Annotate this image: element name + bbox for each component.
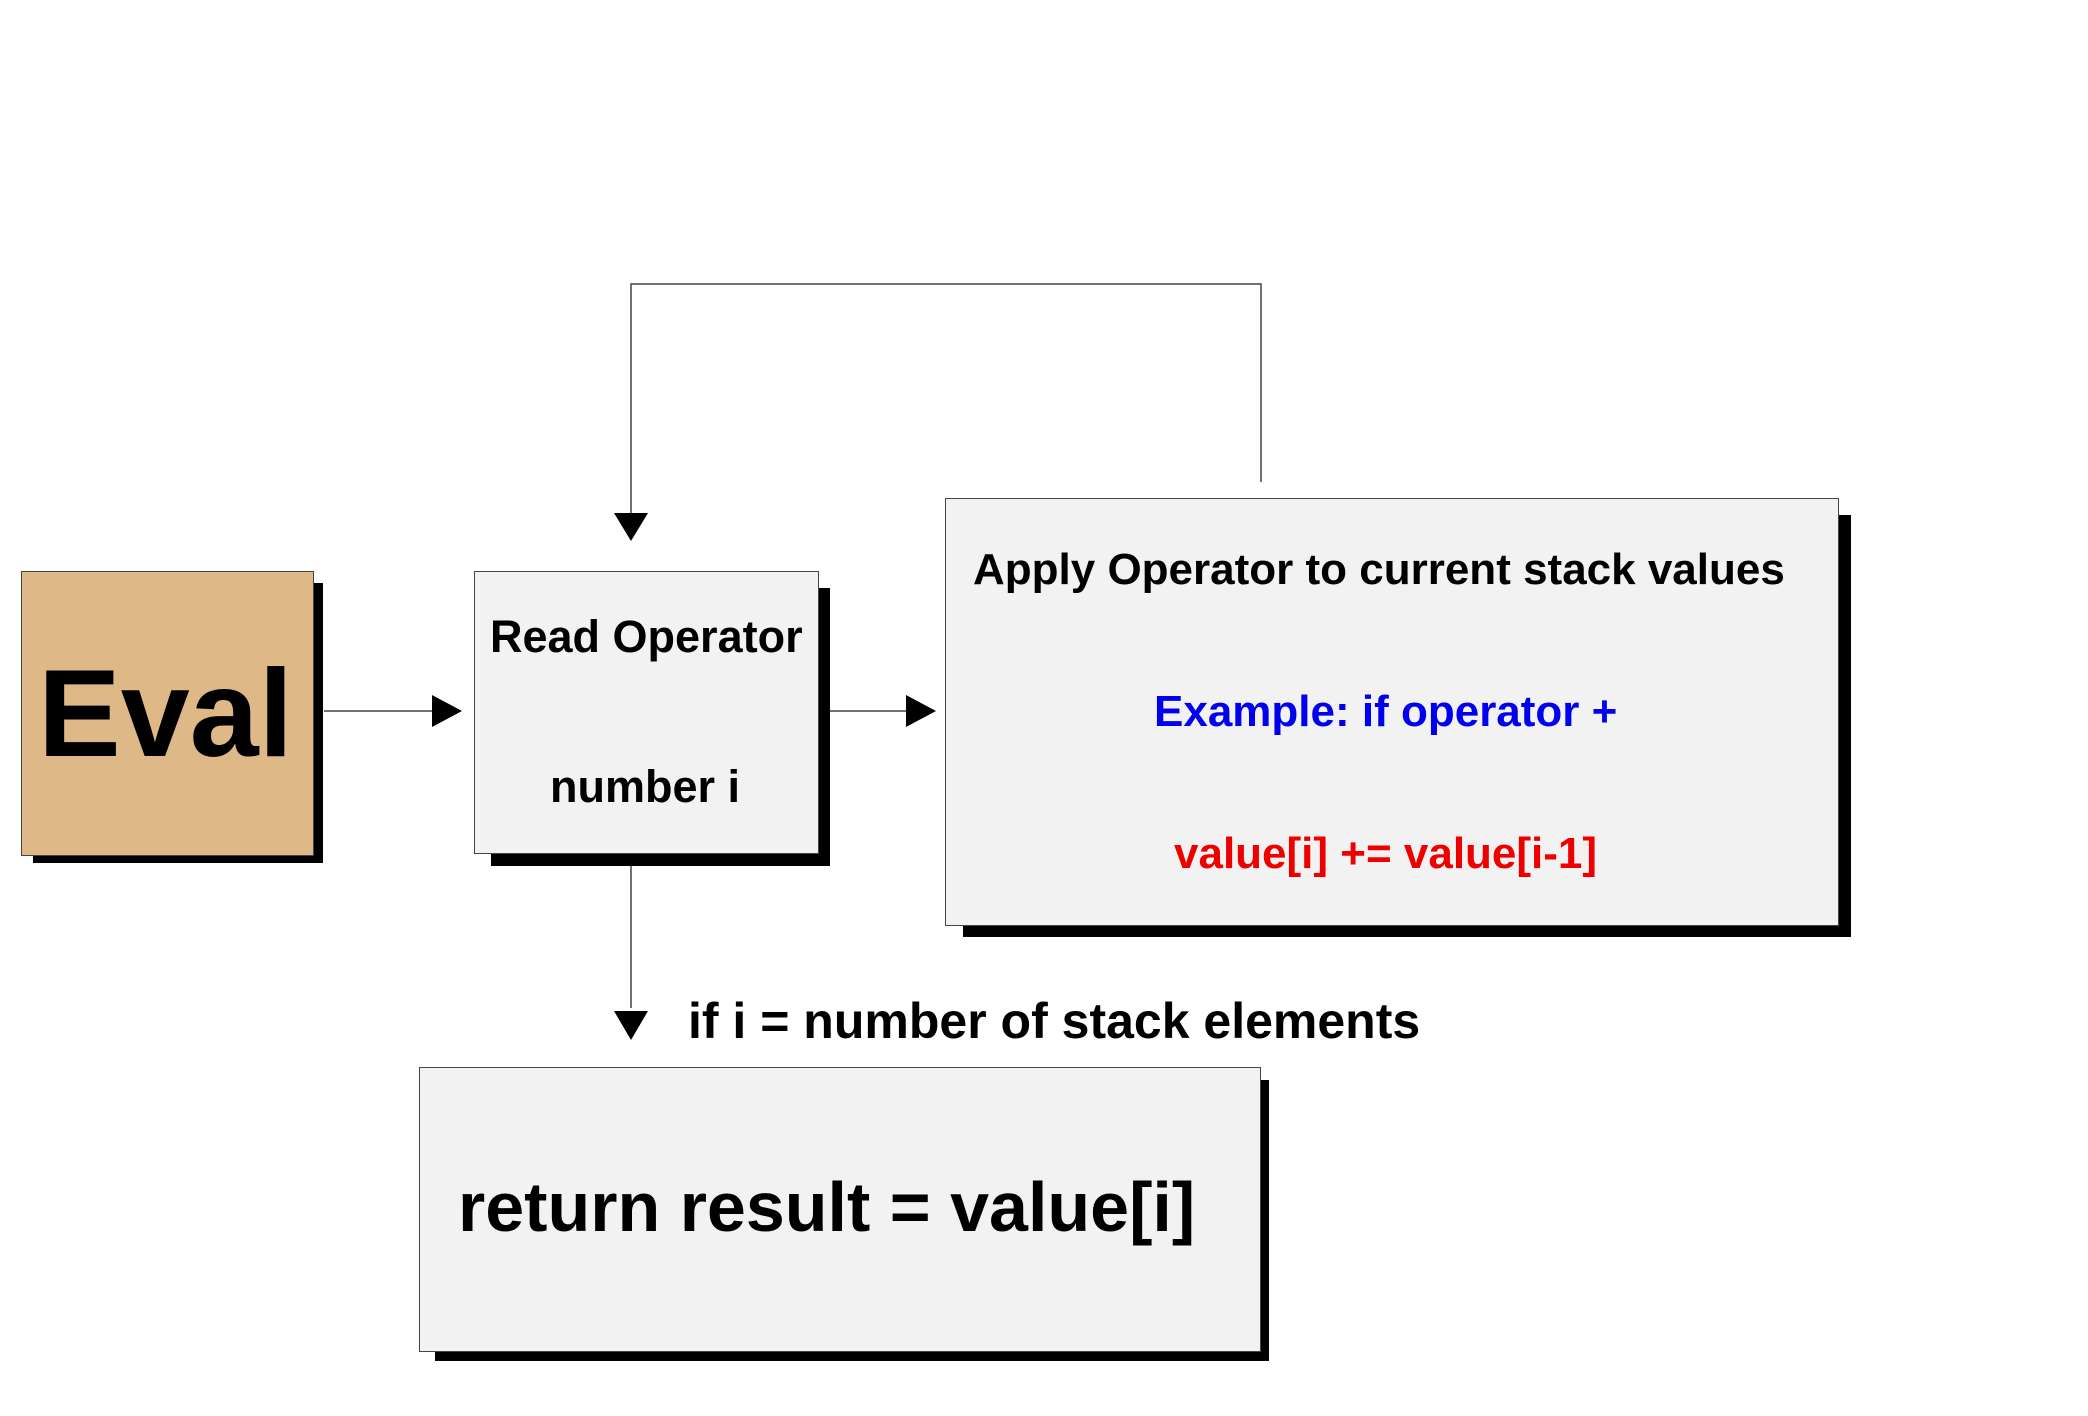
read-operator-box: Read Operator number i [474,571,819,854]
arrowhead-read-return [614,1011,648,1040]
apply-formula-text: value[i] += value[i-1] [1174,829,1598,878]
loop-back-line [630,283,1262,513]
return-box: return result = value[i] [419,1067,1261,1352]
arrowhead-eval-read [432,695,462,727]
eval-box: Eval [21,571,314,856]
apply-operator-box: Apply Operator to current stack values E… [945,498,1839,926]
return-label: return result = value[i] [458,1168,1196,1246]
read-operator-title: Read Operator [490,611,803,662]
arrowhead-read-apply [906,695,936,727]
apply-example-text: Example: if operator + [1154,687,1618,736]
read-operator-subtitle: number i [550,761,741,812]
arrowhead-loop-read [614,513,648,541]
condition-label: if i = number of stack elements [688,993,1421,1049]
eval-label: Eval [38,645,294,783]
apply-operator-title: Apply Operator to current stack values [973,545,1785,594]
